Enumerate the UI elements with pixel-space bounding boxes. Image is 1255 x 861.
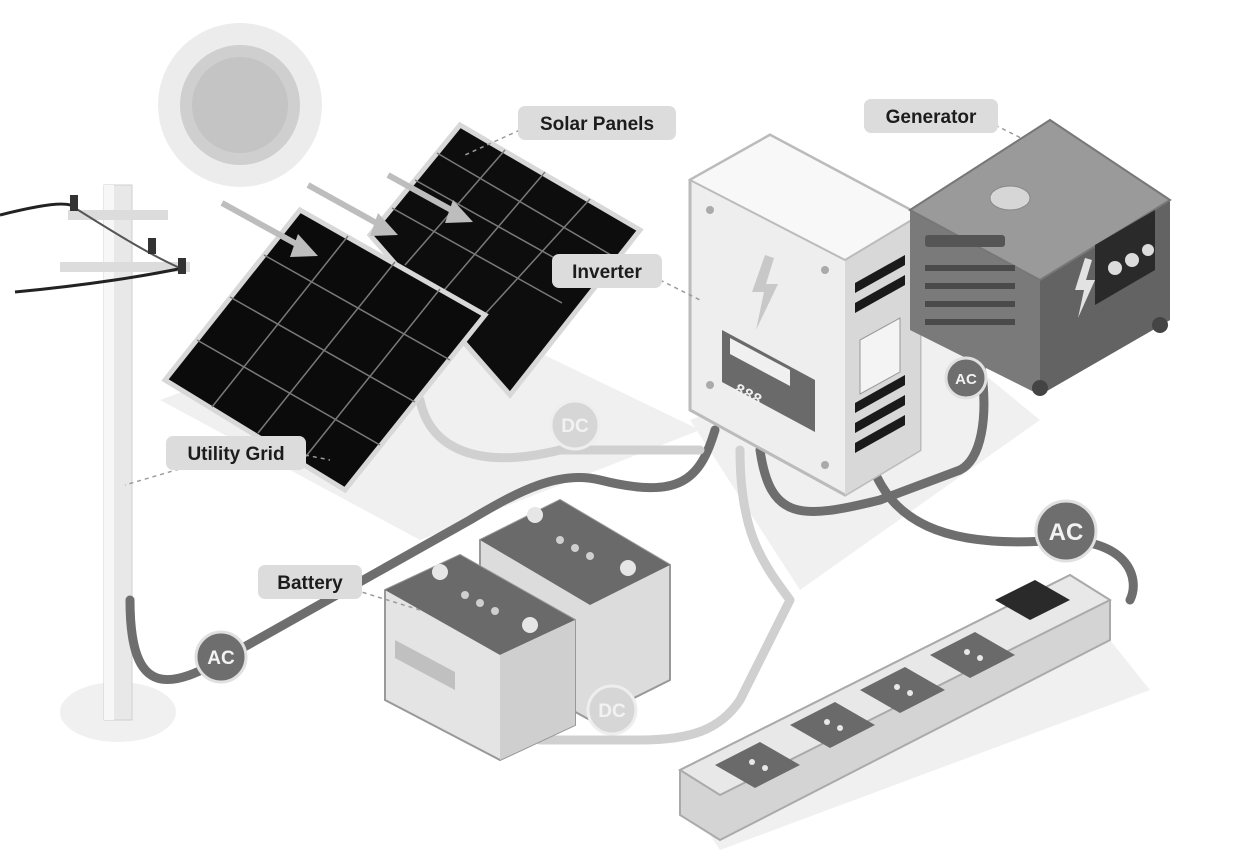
leader-lines [124, 124, 1056, 611]
generator-unit [908, 118, 1172, 396]
label-inverter-text: Inverter [572, 262, 642, 283]
outlet-icon [930, 632, 1015, 678]
label-battery: Battery [258, 565, 362, 599]
generator-lightning-icon [1075, 258, 1095, 318]
badge-ac-generator-text: AC [955, 371, 977, 388]
badge-dc-battery-text: DC [598, 701, 626, 722]
utility-pole-icon [0, 184, 190, 721]
lightning-icon [752, 255, 778, 330]
power-switch [995, 580, 1070, 620]
badge-ac-generator: AC [944, 356, 988, 400]
badge-ac-outlets-text: AC [1049, 519, 1084, 546]
label-solar-panels-text: Solar Panels [540, 114, 654, 135]
badge-dc-panels-text: DC [561, 416, 589, 437]
badge-ac-grid: AC [194, 630, 248, 684]
sun-ray-arrows [220, 172, 473, 257]
badge-ac-outlets: AC [1034, 499, 1098, 563]
inverter-unit: 888 [687, 133, 923, 497]
badge-dc-battery: DC [586, 684, 638, 736]
badge-ac-grid-text: AC [207, 648, 235, 669]
label-battery-text: Battery [277, 573, 343, 594]
power-strip [677, 573, 1113, 842]
outlet-icon [860, 667, 945, 713]
outlet-icon [715, 742, 800, 788]
label-inverter: Inverter [552, 254, 662, 288]
outlet-icon [790, 702, 875, 748]
label-generator-text: Generator [886, 107, 977, 128]
label-utility-grid-text: Utility Grid [187, 444, 284, 465]
sun-icon [158, 23, 322, 187]
cables [125, 355, 1138, 745]
label-generator: Generator [864, 99, 998, 133]
badge-dc-panels: DC [549, 399, 601, 451]
label-utility-grid: Utility Grid [166, 436, 306, 470]
battery-bank [384, 498, 671, 762]
label-solar-panels: Solar Panels [518, 106, 676, 140]
